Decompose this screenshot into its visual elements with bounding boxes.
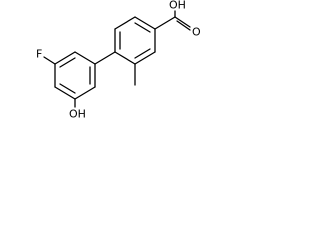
carboxyl-hydroxyl-label: OH (169, 0, 186, 12)
bond (134, 51, 156, 65)
double-bond-inner (134, 48, 151, 59)
bond (74, 86, 96, 100)
biaryl-bond (94, 51, 116, 65)
carbonyl-double-bond (176, 20, 191, 31)
fluoro-bond (43, 56, 56, 65)
double-bond-inner (134, 22, 151, 33)
double-bond-inner (59, 83, 76, 94)
fluorohydroxyphenyl-ring (54, 51, 96, 100)
bond (114, 51, 136, 65)
hydroxyl-label: OH (69, 108, 86, 121)
chemical-structure: F OH O OH (36, 0, 201, 121)
double-bond-inner (59, 57, 76, 68)
bond (114, 16, 136, 30)
bond (134, 16, 156, 30)
carboxyl-carbon-bond (154, 16, 176, 30)
bond (54, 86, 76, 100)
carboxyl-group (154, 10, 191, 31)
carbonyl-oxygen-label: O (192, 26, 201, 39)
carbonyl-bond (174, 16, 191, 28)
methylbenzoic-ring (114, 16, 156, 65)
bond (74, 51, 96, 65)
bond (54, 51, 76, 65)
fluorine-label: F (36, 48, 42, 61)
